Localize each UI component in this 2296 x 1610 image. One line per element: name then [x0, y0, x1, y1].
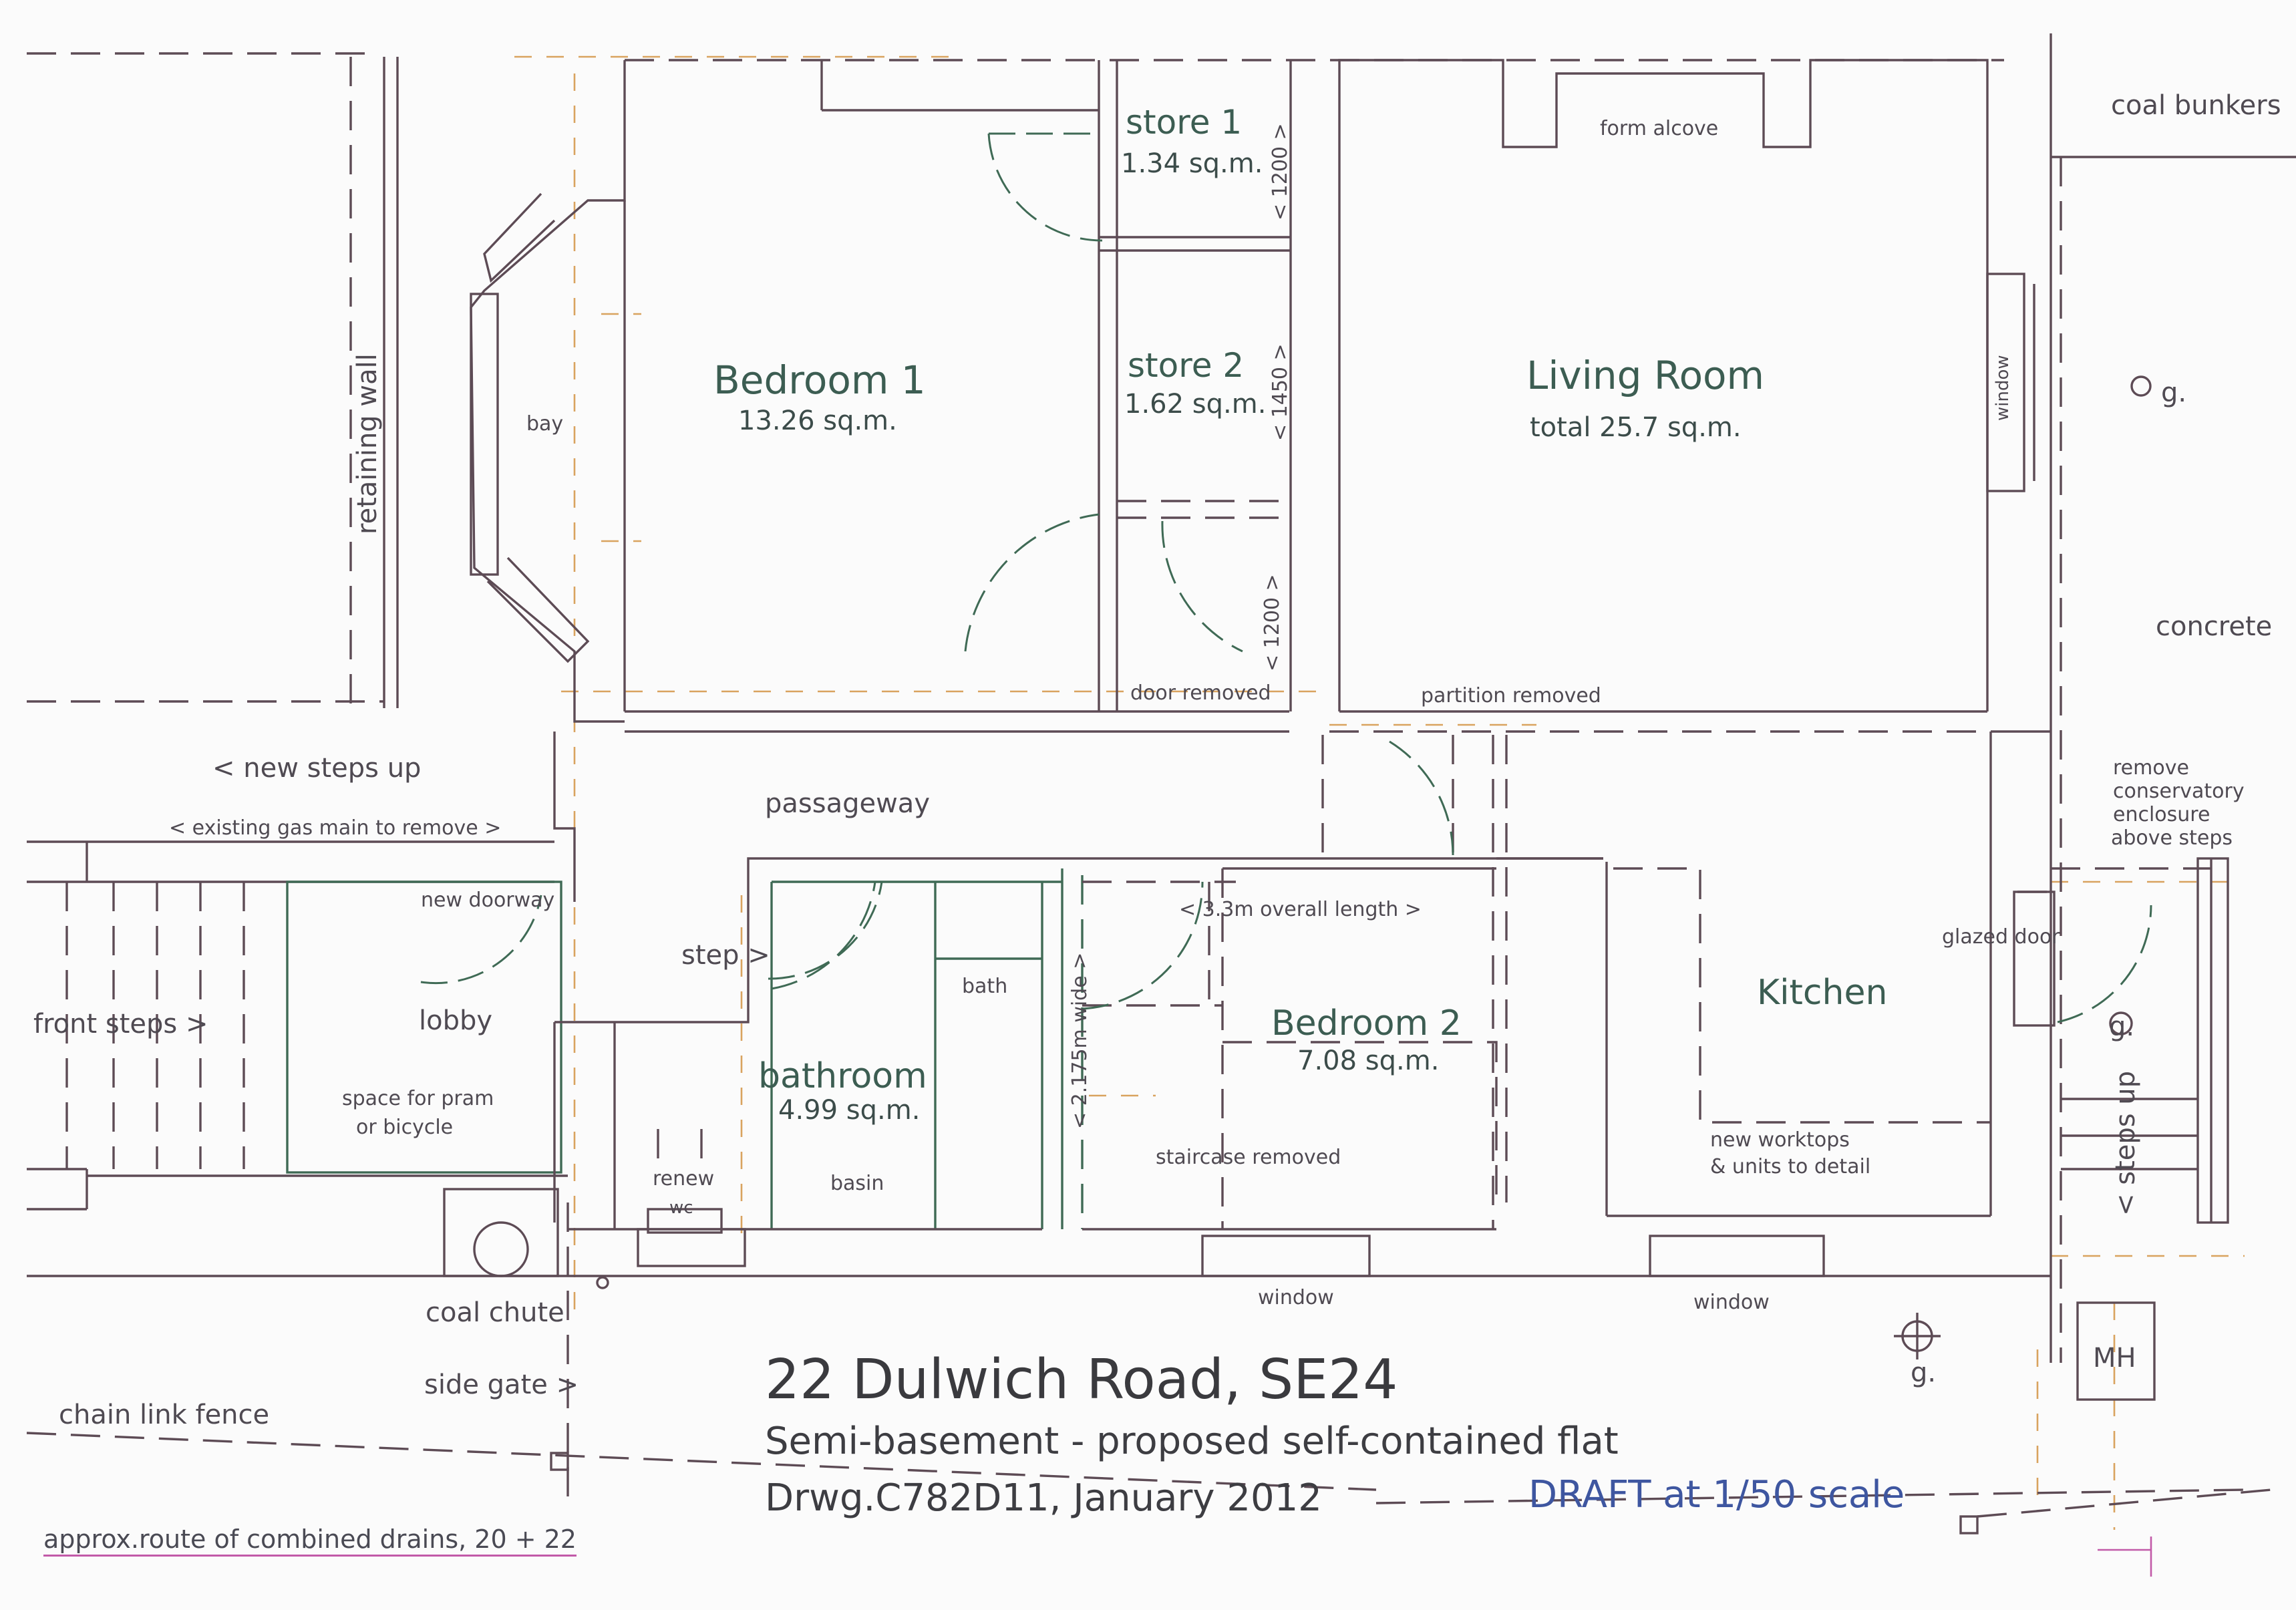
bedroom2-area: 7.08 sq.m. [1297, 1045, 1440, 1076]
ground-floor-walls [27, 730, 2229, 1277]
pram-space-line2: or bicycle [356, 1116, 454, 1139]
passage-width-dimension: < 2.175m wide > [1068, 952, 1092, 1129]
door-removed-label: door removed [1130, 681, 1271, 705]
front-steps-label: front steps > [33, 1009, 208, 1039]
new-steps-up-label: < new steps up [212, 753, 422, 784]
step-label: step > [681, 940, 770, 971]
overall-length-dimension: < 3.3m overall length > [1179, 898, 1422, 921]
steps [65, 882, 245, 1169]
new-worktops-line1: new worktops [1710, 1128, 1850, 1152]
store2-name: store 2 [1128, 346, 1245, 385]
staircase-removed-label: staircase removed [1156, 1146, 1341, 1169]
steps-up-label: < steps up [2110, 1070, 2141, 1216]
drawing-title: 22 Dulwich Road, SE24 [765, 1348, 1398, 1412]
gully-right-label: g. [2161, 377, 2187, 408]
gully-yard-label: g. [2109, 1011, 2135, 1042]
store2-area: 1.62 sq.m. [1124, 389, 1267, 420]
bedroom2-window-label: window [1258, 1286, 1334, 1309]
living-room-name: Living Room [1526, 353, 1765, 398]
store-walls [964, 60, 1292, 711]
partition-removed-label: partition removed [1421, 684, 1601, 707]
gas-main-label: < existing gas main to remove > [169, 816, 502, 840]
door-width-dimension: < 1200 > [1261, 574, 1284, 671]
glazed-door-label: glazed door [1942, 925, 2060, 949]
renew-wc-line2: wc [669, 1198, 693, 1218]
fence-and-drains [26, 375, 2272, 1577]
bedroom1-walls [470, 60, 1289, 733]
coal-chute-label: coal chute [426, 1297, 564, 1328]
renew-wc-line1: renew [653, 1167, 715, 1190]
bay-label: bay [526, 412, 564, 436]
pram-space-line1: space for pram [342, 1087, 494, 1110]
new-doorway-label: new doorway [421, 889, 555, 912]
store1-width-dimension: < 1200 > [1269, 123, 1292, 220]
manhole-label: MH [2093, 1343, 2136, 1374]
form-alcove-label: form alcove [1600, 117, 1719, 140]
drawing-reference: Drwg.C782D11, January 2012 [765, 1476, 1322, 1520]
bedroom1-area: 13.26 sq.m. [738, 406, 897, 436]
kitchen-window-label: window [1693, 1291, 1770, 1314]
remove-conservatory-line1: remove [2113, 756, 2189, 780]
bathroom-area: 4.99 sq.m. [778, 1095, 921, 1126]
gully-bottom-label: g. [1911, 1357, 1937, 1388]
retaining-wall-label: retaining wall [352, 353, 383, 534]
concrete-label: concrete [2156, 611, 2273, 642]
bath-label: bath [962, 975, 1008, 998]
living-window-label: window [1993, 355, 2013, 421]
draft-scale-note: DRAFT at 1/50 scale [1528, 1473, 1905, 1516]
living-room-area: total 25.7 sq.m. [1530, 412, 1742, 443]
site-boundary [27, 33, 2296, 1363]
remove-conservatory-line3: enclosure [2113, 803, 2210, 826]
remove-conservatory-line4: above steps [2111, 826, 2233, 850]
store2-width-dimension: < 1450 > [1269, 343, 1292, 441]
store1-area: 1.34 sq.m. [1121, 148, 1263, 179]
basin-label: basin [830, 1172, 884, 1195]
chain-link-fence-label: chain link fence [59, 1400, 270, 1430]
drawing-description: Semi-basement - proposed self-contained … [765, 1420, 1619, 1463]
bedroom2-name: Bedroom 2 [1271, 1003, 1462, 1043]
remove-conservatory-line2: conservatory [2113, 780, 2245, 803]
living-room-walls [1338, 59, 2035, 713]
new-worktops-line2: & units to detail [1710, 1155, 1871, 1178]
coal-bunkers-label: coal bunkers [2111, 90, 2281, 121]
drains-route-label: approx.route of combined drains, 20 + 22 [43, 1526, 577, 1557]
side-gate-label: side gate > [424, 1370, 579, 1400]
bathroom-name: bathroom [758, 1056, 927, 1096]
bedroom1-name: Bedroom 1 [713, 357, 926, 403]
lobby-name: lobby [419, 1005, 493, 1036]
store1-name: store 1 [1126, 103, 1243, 142]
passageway-name: passageway [765, 788, 930, 819]
kitchen-name: Kitchen [1757, 973, 1888, 1013]
